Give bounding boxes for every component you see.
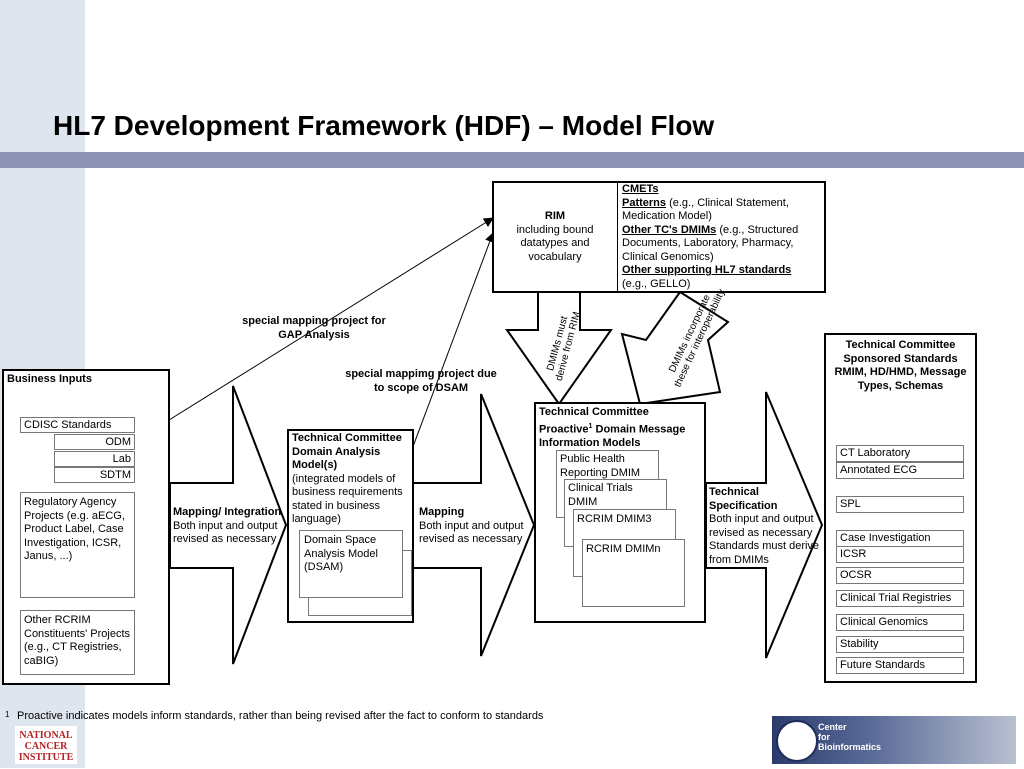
cmets-patterns-text: (e.g., Clinical Statement, Medication Mo… bbox=[622, 196, 789, 223]
sdtm-box bbox=[54, 467, 135, 483]
cmets-other-tc-label: Other TC's DMIMs bbox=[622, 223, 717, 236]
cbio-logo-circle bbox=[776, 720, 818, 762]
cbio-logo: Center for Bioinformatics bbox=[772, 716, 1016, 764]
dsam-mapping-label: special mappimg project due to scope of … bbox=[345, 368, 497, 394]
dmim-label-1: Public Health Reporting DMIM bbox=[560, 453, 641, 479]
mapping2-body: Both input and output revised as necessa… bbox=[419, 519, 524, 546]
mapping1-title: Mapping/ Integration bbox=[173, 506, 282, 518]
standard-box bbox=[836, 445, 964, 462]
mapping2-text: Mapping Both input and output revised as… bbox=[419, 506, 531, 547]
tc-domain-body: (integrated models of business requireme… bbox=[292, 472, 403, 526]
cdisc-box bbox=[20, 417, 135, 433]
dmim-label-4: RCRIM DMIMn bbox=[586, 543, 661, 555]
tech-spec-title: Technical Specification bbox=[709, 486, 778, 512]
odm-label: ODM bbox=[105, 436, 131, 448]
cmets-text: CMETs Patterns (e.g., Clinical Statement… bbox=[622, 183, 822, 291]
gap-label: special mapping project for GAP Analysis bbox=[242, 315, 386, 341]
dmim-box-4 bbox=[582, 539, 685, 607]
flow-arrow-1 bbox=[169, 385, 288, 665]
standard-box bbox=[836, 636, 964, 653]
sdtm-label: SDTM bbox=[99, 469, 131, 481]
cmets-other-tc-text: (e.g., Structured Documents, Laboratory,… bbox=[622, 223, 799, 263]
cmets-other-std-text: (e.g., GELLO) bbox=[622, 277, 691, 290]
tech-spec-text: Technical Specification Both input and o… bbox=[709, 486, 823, 567]
tc-proactive-title-b: Domain Message Information Models bbox=[539, 423, 686, 449]
flow-arrow-3 bbox=[705, 391, 824, 659]
rim-divider bbox=[617, 182, 618, 292]
cmets-other-std-label: Other supporting HL7 standards bbox=[622, 264, 792, 276]
other-rcrim-label: Other RCRIM Constituents' Projects (e.g.… bbox=[24, 614, 131, 667]
tc-proactive-title-a: Technical Committee Proactive bbox=[539, 406, 649, 436]
mapping1-body: Both input and output revised as necessa… bbox=[173, 519, 278, 546]
rim-cmets-box bbox=[492, 181, 826, 293]
nci-logo-line2: CANCER bbox=[25, 741, 69, 752]
cmets-title: CMETs bbox=[622, 183, 659, 195]
dmim-label-2: Clinical Trials DMIM bbox=[568, 482, 633, 508]
down-arrow-rim bbox=[505, 291, 613, 406]
standard-item: Clinical Genomics bbox=[840, 616, 929, 628]
tc-domain-text: Technical Committee Domain Analysis Mode… bbox=[292, 432, 412, 527]
standard-box bbox=[836, 546, 964, 563]
tc-proactive-sup: 1 bbox=[588, 422, 593, 430]
dsam-label: Domain Space Analysis Model (DSAM) bbox=[304, 534, 378, 573]
standard-item: Annotated ECG bbox=[840, 464, 918, 476]
flow-arrow-2 bbox=[412, 393, 536, 657]
standard-item: Future Standards bbox=[840, 659, 925, 671]
standard-item: Clinical Trial Registries bbox=[840, 592, 952, 604]
tech-spec-body: Both input and output revised as necessa… bbox=[709, 513, 820, 566]
standard-item: OCSR bbox=[840, 569, 872, 581]
title-bar bbox=[0, 152, 1024, 168]
cmets-patterns-label: Patterns bbox=[622, 196, 667, 209]
cmets-other-tc: Other TC's DMIMs (e.g., Structured Docum… bbox=[622, 224, 822, 265]
standard-box bbox=[836, 590, 964, 607]
diag-arrow-cmets bbox=[620, 290, 730, 406]
mapping1-text: Mapping/ Integration Both input and outp… bbox=[173, 506, 287, 547]
standard-item: ICSR bbox=[840, 548, 867, 560]
lab-label: Lab bbox=[112, 453, 131, 465]
standard-box bbox=[836, 657, 964, 674]
mapping2-title: Mapping bbox=[419, 506, 465, 518]
footnote-number: 1 bbox=[5, 710, 10, 719]
cbio-logo-text: Center for Bioinformatics bbox=[818, 722, 881, 752]
nci-logo: NATIONAL CANCER INSTITUTE bbox=[15, 726, 77, 764]
cbio-line1: Center bbox=[818, 722, 847, 732]
cbio-line3: Bioinformatics bbox=[818, 742, 882, 752]
business-inputs-title: Business Inputs bbox=[7, 373, 92, 385]
nci-logo-mark: NATIONAL CANCER INSTITUTE bbox=[15, 726, 77, 764]
standard-item: Case Investigation bbox=[840, 532, 931, 544]
lab-box bbox=[54, 451, 135, 467]
nci-logo-line3: INSTITUTE bbox=[19, 752, 74, 763]
tc-domain-title: Technical Committee Domain Analysis Mode… bbox=[292, 432, 402, 471]
regulatory-box bbox=[20, 492, 135, 598]
standard-item: CT Laboratory bbox=[840, 447, 911, 459]
page-title: HL7 Development Framework (HDF) – Model … bbox=[53, 110, 715, 141]
tc-proactive-title: Technical Committee Proactive1 Domain Me… bbox=[539, 406, 704, 450]
dmim-label-3: RCRIM DMIM3 bbox=[577, 513, 652, 525]
rim-title: RIM bbox=[544, 210, 566, 222]
rim-text: RIM including bound datatypes and vocabu… bbox=[497, 210, 613, 264]
standard-box bbox=[836, 462, 964, 479]
odm-box bbox=[54, 434, 135, 450]
rim-body: including bound datatypes and vocabulary bbox=[516, 223, 594, 263]
standard-box bbox=[836, 614, 964, 631]
other-rcrim-box bbox=[20, 610, 135, 675]
tc-sponsored-title: Technical Committee Sponsored Standards … bbox=[834, 339, 967, 392]
standard-item: SPL bbox=[840, 498, 861, 510]
regulatory-label: Regulatory Agency Projects (e.g. aECG, P… bbox=[24, 496, 125, 562]
standard-item: Stability bbox=[840, 638, 879, 650]
cbio-line2: for bbox=[818, 732, 830, 742]
cmets-patterns: Patterns (e.g., Clinical Statement, Medi… bbox=[622, 197, 822, 224]
cdisc-label: CDISC Standards bbox=[24, 419, 112, 431]
nci-logo-line1: NATIONAL bbox=[19, 730, 72, 741]
dsam-box bbox=[299, 530, 403, 598]
footnote-text: Proactive indicates models inform standa… bbox=[17, 710, 544, 722]
standard-box bbox=[836, 496, 964, 513]
standard-box bbox=[836, 567, 964, 584]
